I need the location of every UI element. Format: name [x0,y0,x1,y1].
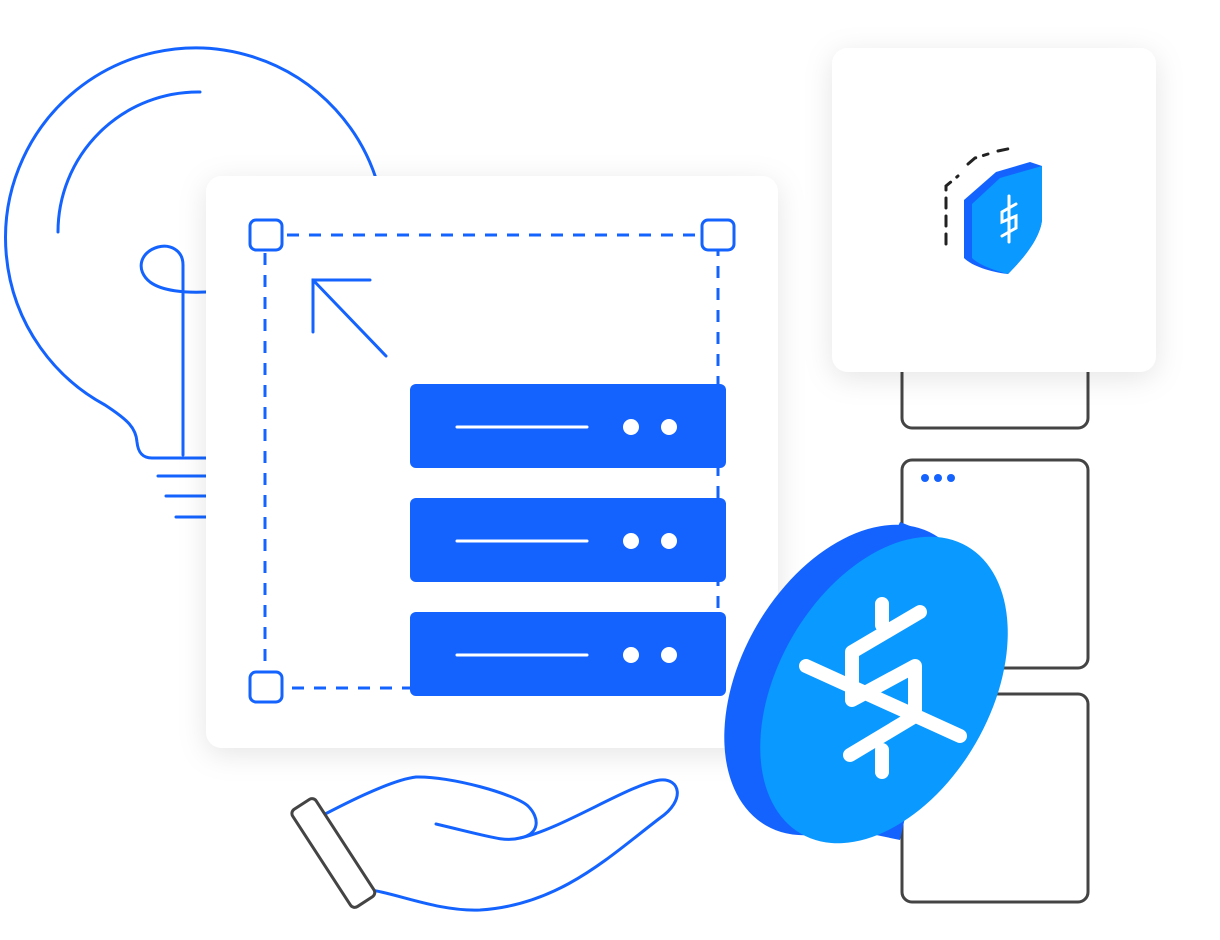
shield-dollar-icon [944,146,1042,274]
window-dots-icon [921,474,955,482]
server-unit [410,498,726,582]
hand-icon [290,775,679,912]
server-stack-icon [410,384,726,696]
server-unit [410,384,726,468]
server-unit [410,612,726,696]
lightbulb-icon [4,46,380,519]
cursor-arrow-icon [311,278,388,358]
dollar-coin-icon [724,522,1008,844]
